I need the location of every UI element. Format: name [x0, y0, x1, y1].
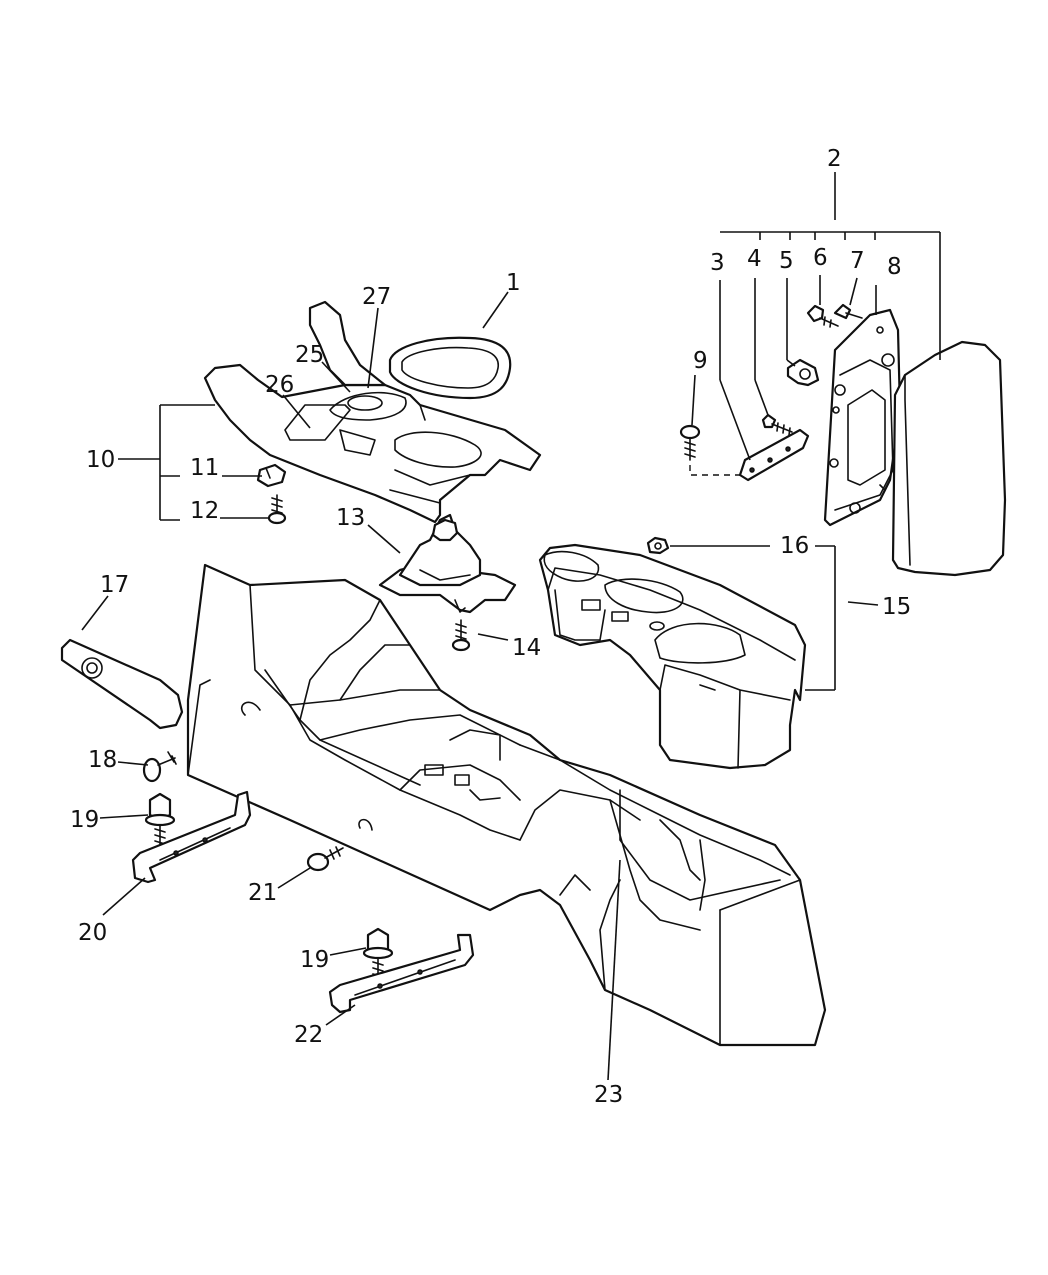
screw-14-part	[451, 619, 471, 652]
floor-console-part	[186, 563, 827, 1047]
callout-5: 5	[779, 248, 794, 274]
callout-6: 6	[813, 245, 828, 271]
callout-27: 27	[362, 284, 391, 310]
callout-19-lower: 19	[300, 947, 329, 973]
armrest-lid-part	[891, 340, 1007, 577]
screw-12-part	[267, 494, 287, 525]
callout-8: 8	[887, 254, 902, 280]
bolt-19-upper-part	[144, 792, 176, 846]
screw-21-part	[306, 846, 344, 872]
armrest-bracket-part	[738, 428, 810, 482]
callout-16: 16	[780, 533, 809, 559]
pin-7-part	[833, 303, 863, 320]
latch-5-part	[786, 358, 820, 387]
bolt-19-lower-part	[362, 927, 394, 979]
screw-6-part	[806, 304, 839, 328]
push-pin-18-part	[142, 751, 177, 783]
leader-lines	[81, 172, 941, 1081]
callout-labels: 2 3 4 5 6 7 8 9 1 27 25 26 10 11 12 13 1…	[70, 146, 911, 1108]
retainer-clip-part	[256, 463, 287, 488]
callout-11: 11	[190, 455, 219, 481]
callout-9: 9	[693, 348, 708, 374]
callout-21: 21	[248, 880, 277, 906]
bracket-20-part	[131, 790, 252, 884]
callout-17: 17	[100, 572, 129, 598]
callout-3: 3	[710, 250, 725, 276]
screw-4-part	[761, 413, 793, 436]
callout-26: 26	[265, 372, 294, 398]
screw-9-part	[679, 424, 740, 476]
callout-22: 22	[294, 1022, 323, 1048]
callout-23: 23	[594, 1082, 623, 1108]
callout-1: 1	[506, 270, 521, 296]
callout-4: 4	[747, 246, 762, 272]
callout-2: 2	[827, 146, 842, 172]
callout-19-upper: 19	[70, 807, 99, 833]
bracket-22-part	[328, 933, 475, 1014]
callout-12: 12	[190, 498, 219, 524]
callout-7: 7	[850, 248, 865, 274]
callout-14: 14	[512, 635, 541, 661]
callout-18: 18	[88, 747, 117, 773]
callout-15: 15	[882, 594, 911, 620]
cup-holder-tray-part	[538, 543, 807, 770]
armrest-base-plate-part	[823, 308, 902, 527]
shifter-bezel-part	[203, 300, 542, 524]
trim-ring-part	[388, 336, 512, 400]
side-trim-panel-part	[60, 638, 184, 730]
shift-boot-part	[378, 513, 517, 614]
nut-16-part	[646, 536, 670, 555]
callout-25: 25	[295, 342, 324, 368]
callout-20: 20	[78, 920, 107, 946]
callout-13: 13	[336, 505, 365, 531]
callout-10: 10	[86, 447, 115, 473]
